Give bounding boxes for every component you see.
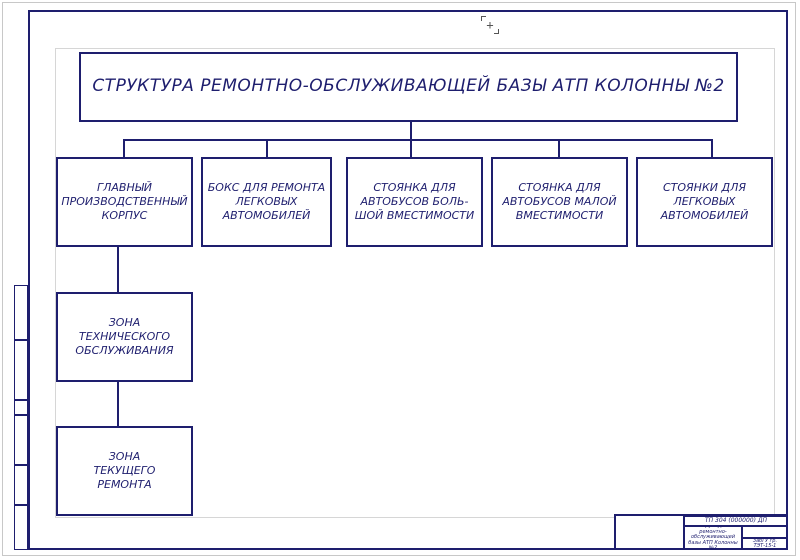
side-stamp-cell [14,340,28,400]
title-block-drawing-name: Структура ремонтно-обслуживающей базы АТ… [684,526,742,550]
node-main-production-building: ГЛАВНЫЙ ПРОИЗВОДСТВЕННЫЙ КОРПУС [56,157,193,247]
side-stamp-cell [14,415,28,465]
node-car-repair-box: БОКС ДЛЯ РЕМОНТА ЛЕГКОВЫХ АВТОМОБИЛЕЙ [201,157,332,247]
node-small-bus-parking: СТОЯНКА ДЛЯ АВТОБУСОВ МАЛОЙ ВМЕСТИМОСТИ [491,157,628,247]
title-block: ТП 304 (000000) ДП Структура ремонтно-об… [614,514,788,550]
title-block-organization: ЗабГУ гр. ТЭТ-15-1 [742,538,788,550]
side-stamp [14,285,28,550]
title-block-signatures [616,516,684,550]
connector-to-node-3 [410,139,412,158]
connector-main-to-to [117,246,119,293]
connector-to-node-1 [123,139,125,158]
diagram-title: СТРУКТУРА РЕМОНТНО-ОБСЛУЖИВАЮЩЕЙ БАЗЫ АТ… [79,52,738,122]
title-block-sheet-info [742,526,788,538]
connector-to-to-tr [117,381,119,427]
side-stamp-cell [14,285,28,340]
side-stamp-cell [14,505,28,550]
node-large-bus-parking: СТОЯНКА ДЛЯ АВТОБУСОВ БОЛЬ- ШОЙ ВМЕСТИМО… [346,157,483,247]
node-car-parking: СТОЯНКИ ДЛЯ ЛЕГКОВЫХ АВТОМОБИЛЕЙ [636,157,773,247]
drawing-frame [28,10,788,550]
crosshair-cursor-icon: + [481,16,499,34]
connector-to-node-5 [711,139,713,158]
connector-to-node-2 [266,139,268,158]
connector-horizontal-bus [123,139,713,141]
node-maintenance-zone: ЗОНА ТЕХНИЧЕСКОГО ОБСЛУЖИВАНИЯ [56,292,193,382]
print-area-outline [55,48,775,518]
side-stamp-cell [14,465,28,505]
title-block-designation: ТП 304 (000000) ДП [684,516,788,526]
side-stamp-cell [14,400,28,415]
connector-to-node-4 [558,139,560,158]
connector-title-down [410,122,412,140]
node-current-repair-zone: ЗОНА ТЕКУЩЕГО РЕМОНТА [56,426,193,516]
